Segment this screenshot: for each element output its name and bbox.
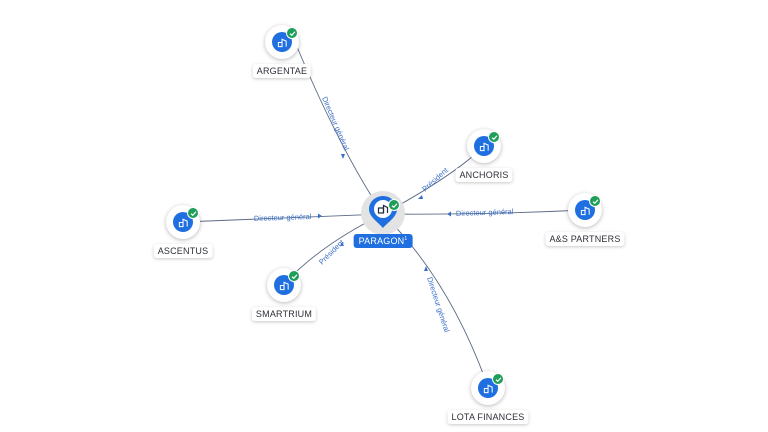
edge-label-anchoris: Président [420, 165, 450, 194]
edge-arrow-argentae [341, 154, 345, 159]
node-label: ANCHORIS [455, 168, 513, 182]
edge-as-partners [382, 209, 586, 215]
edge-label-lota-finances: Directeur général [425, 276, 451, 334]
edge-arrow-ascentus [318, 213, 322, 219]
verified-check-icon [286, 27, 298, 39]
node-label: ASCENTUS [153, 244, 213, 258]
edge-ascentus [182, 213, 384, 223]
verified-check-icon [187, 207, 199, 219]
verified-check-icon [288, 270, 300, 282]
verified-check-icon [388, 199, 400, 211]
edge-lota-finances [382, 213, 489, 388]
edge-arrow-lota-finances [424, 266, 428, 271]
node-label: A&S PARTNERS [545, 232, 625, 246]
edge-label-smartrium: Président [317, 237, 346, 266]
verified-check-icon [488, 131, 500, 143]
edge-label-ascentus: Directeur général [254, 212, 312, 223]
edge-label-as-partners: Directeur général [456, 207, 514, 218]
center-node-label: PARAGON1 [353, 234, 413, 248]
verified-check-icon [589, 195, 601, 207]
edge-label-argentae: Directeur général [320, 95, 351, 152]
node-label: SMARTRIUM [251, 307, 317, 321]
verified-check-icon [492, 373, 504, 385]
edge-arrow-smartrium [340, 242, 344, 246]
node-label: ARGENTAE [252, 64, 312, 78]
edge-arrow-anchoris [418, 195, 423, 199]
edge-arrow-as-partners [447, 211, 451, 217]
node-label: LOTA FINANCES [447, 410, 529, 424]
